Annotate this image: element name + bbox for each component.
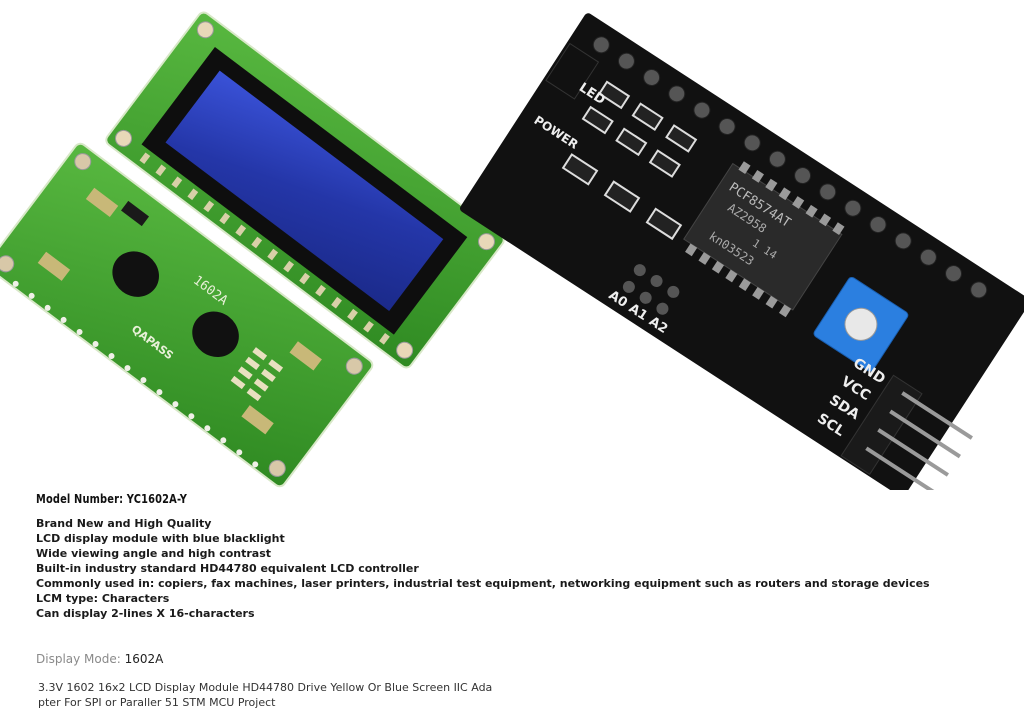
feature-item: LCM type: Characters	[36, 592, 170, 605]
led-jumper	[545, 42, 600, 100]
feature-item: LCD display module with blue blacklight	[36, 532, 285, 545]
feature-item: Can display 2-lines X 16-characters	[36, 607, 255, 620]
feature-item: Built-in industry standard HD44780 equiv…	[36, 562, 419, 575]
feature-item: Brand New and High Quality	[36, 517, 212, 530]
model-number-value: YC1602A-Y	[126, 492, 188, 506]
lcd-front-board	[105, 11, 505, 369]
cob-blob-right	[192, 311, 239, 358]
product-description: 3.3V 1602 16x2 LCD Display Module HD4478…	[38, 681, 493, 709]
i2c-adapter-board: PCF8574AT AZ2958 1 14 kn03523 LED POWER …	[460, 13, 1024, 490]
lcd-screen	[165, 70, 444, 311]
model-number: Model Number: YC1602A-Y	[36, 492, 187, 506]
model-number-label: Model Number:	[36, 492, 124, 506]
feature-item: Commonly used in: copiers, fax machines,…	[36, 577, 930, 590]
feature-list: Brand New and High Quality LCD display m…	[36, 516, 930, 621]
display-mode-value: 1602A	[124, 652, 164, 666]
display-mode-label: Display Mode:	[36, 652, 121, 666]
pcf8574-chip	[683, 162, 843, 311]
lcd-back-board: 1602A QAPASS	[0, 142, 374, 488]
i2c-pin-header	[840, 374, 923, 475]
cob-blob-left	[112, 251, 159, 297]
display-mode: Display Mode: 1602A	[36, 652, 163, 666]
feature-item: Wide viewing angle and high contrast	[36, 547, 272, 560]
product-photo: 1602A QAPASS	[0, 11, 1024, 490]
